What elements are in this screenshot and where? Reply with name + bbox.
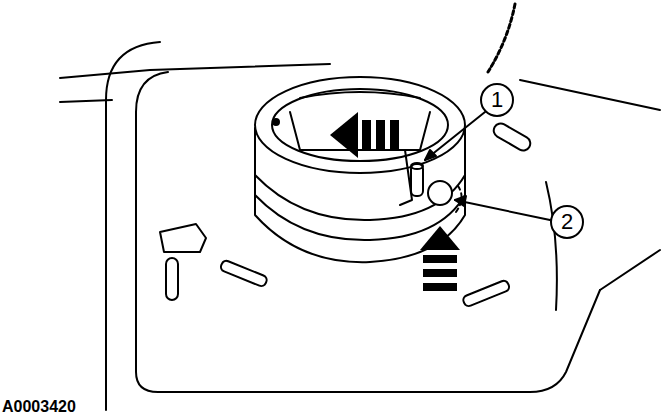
plate-slot	[166, 258, 178, 300]
leader-arrowhead	[425, 150, 436, 160]
rotate-arrow	[330, 112, 399, 158]
arrow-dash	[362, 120, 371, 150]
lock-ring	[255, 77, 465, 262]
leader-arrowhead	[455, 196, 466, 206]
callout-number: 1	[480, 83, 514, 117]
leader-line	[455, 200, 550, 220]
figure-code: A0003420	[2, 398, 76, 416]
plate-inner-edge	[136, 72, 600, 392]
arrow-head	[420, 226, 460, 250]
arrow-head	[330, 112, 358, 158]
callout-number: 2	[550, 205, 584, 239]
arrow-dash	[376, 120, 385, 150]
arrow-dash	[390, 120, 399, 150]
plate-edge-line	[60, 100, 112, 102]
wire-harness	[488, 4, 515, 72]
plate-slot	[462, 279, 511, 307]
ring-mark	[273, 119, 279, 125]
plate-tab	[491, 121, 533, 153]
arrow-dash	[423, 283, 457, 291]
plate-edge-line	[520, 80, 660, 110]
plate-edge-line	[600, 250, 660, 290]
plate-edge-line	[546, 182, 557, 310]
pin-top	[411, 163, 423, 169]
locking-pin	[411, 163, 423, 196]
plate-tab	[160, 224, 206, 252]
push-arrow	[420, 226, 460, 291]
pin-body	[411, 164, 423, 196]
ring-inner	[272, 89, 448, 161]
mounting-plate	[60, 42, 660, 410]
plate-edge-line	[60, 64, 330, 78]
leader-line	[425, 112, 485, 160]
ring-top	[255, 77, 465, 173]
ring-groove	[255, 175, 465, 220]
arrow-dash	[423, 255, 457, 263]
ring-bridge	[290, 112, 430, 150]
arrow-dash	[423, 269, 457, 277]
plate-outer-edge	[106, 42, 160, 410]
pin-hole	[428, 181, 452, 205]
ring-rib	[300, 92, 420, 98]
plate-slot	[219, 259, 268, 287]
